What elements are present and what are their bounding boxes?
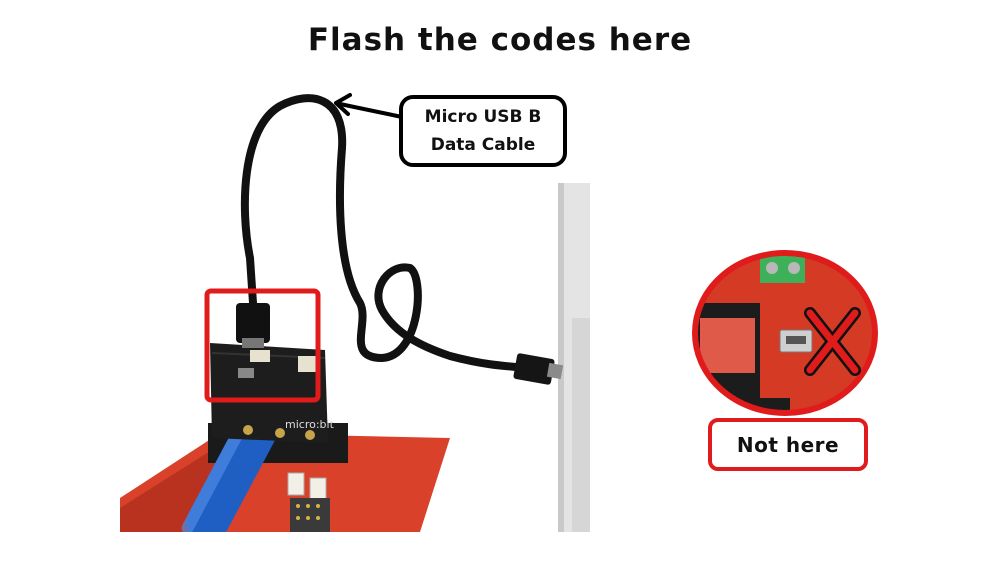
usb-a-plug	[513, 353, 555, 385]
not-here-label: Not here	[708, 418, 868, 471]
usb-cable	[240, 94, 534, 372]
not-here-text: Not here	[736, 432, 840, 457]
callout-line-1: Micro USB B	[424, 107, 542, 127]
microbit-photo: micro:bit	[120, 94, 590, 532]
svg-text:micro:bit: micro:bit	[285, 418, 335, 431]
usb-micro-plug	[236, 303, 270, 343]
callout-arrow	[334, 93, 404, 119]
cable-callout: Micro USB B Data Cable	[399, 95, 567, 167]
callout-line-2: Data Cable	[430, 135, 536, 155]
cross-icon	[804, 307, 861, 376]
wrong-port-inset	[692, 250, 878, 416]
port-highlight-box	[204, 288, 321, 403]
page-title: Flash the codes here	[307, 22, 693, 58]
inset-border	[692, 250, 878, 416]
